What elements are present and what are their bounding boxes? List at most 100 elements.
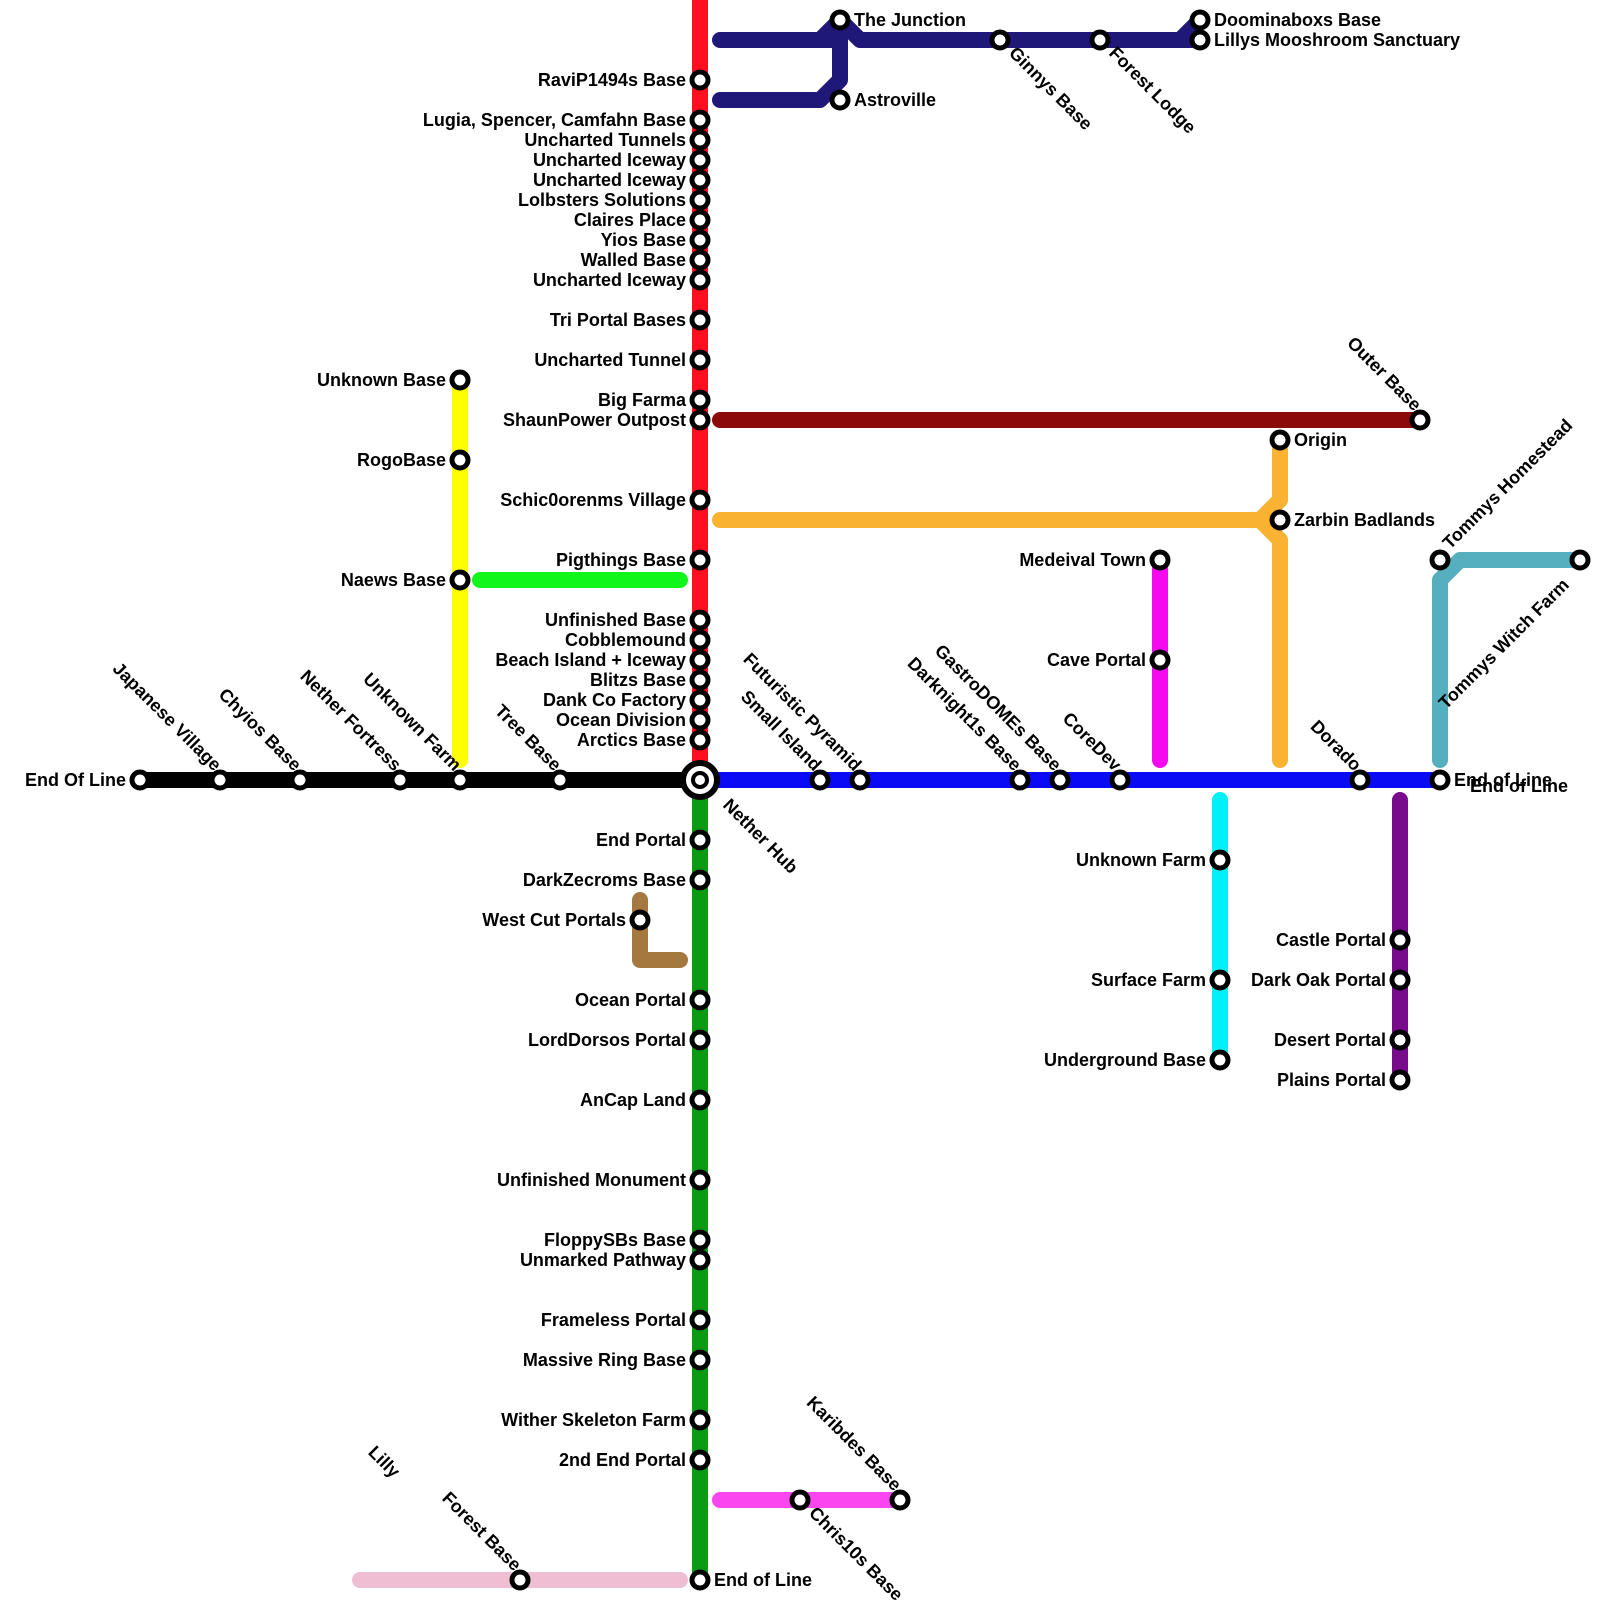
label-red-unfinished-base: Unfinished Base [545,610,686,630]
station-green-frameless-portal[interactable] [689,1309,711,1331]
station-purple-desert-portal[interactable] [1389,1029,1411,1051]
station-red-uncharted-iceway[interactable] [689,169,711,191]
label-green-end-of-line: End of Line [714,1570,812,1590]
station-black-tree-base[interactable] [549,769,571,791]
station-red-lugia-spencer-camfahn-base[interactable] [689,109,711,131]
station-navy-forest-lodge[interactable] [1089,29,1111,51]
station-purple-plains-portal[interactable] [1389,1069,1411,1091]
station-yellow-rogobase[interactable] [449,449,471,471]
station-red-lolbsters-solutions[interactable] [689,189,711,211]
station-orange-zarbin-badlands[interactable] [1269,509,1291,531]
station-magenta-medeival-town[interactable] [1149,549,1171,571]
station-yellow-unknown-base[interactable] [449,369,471,391]
label-maroon-outer-base: Outer Base [1343,333,1425,415]
station-red-cobblemound[interactable] [689,629,711,651]
label-red-lugia-spencer-camfahn-base: Lugia, Spencer, Camfahn Base [423,110,686,130]
station-blue-end-of-line[interactable] [1429,769,1451,791]
label-red-arctics-base: Arctics Base [577,730,686,750]
station-navy-the-junction[interactable] [829,9,851,31]
station-red-ocean-division[interactable] [689,709,711,731]
station-black-japanese-village[interactable] [209,769,231,791]
station-navy-ginnys-base[interactable] [989,29,1011,51]
label-red-uncharted-tunnel: Uncharted Tunnel [534,350,686,370]
station-red-arctics-base[interactable] [689,729,711,751]
station-blue-gastrodomes-base[interactable] [1049,769,1071,791]
station-red-uncharted-tunnel[interactable] [689,349,711,371]
station-lightpink-forest-base[interactable] [509,1569,531,1591]
label-lightpink-lilly: Lilly [364,1442,404,1482]
label-red-beach-island-iceway: Beach Island + Iceway [495,650,686,670]
station-magenta-cave-portal[interactable] [1149,649,1171,671]
line-brown [632,892,688,968]
station-red-ravip1494s-base[interactable] [689,69,711,91]
station-orange-origin[interactable] [1269,429,1291,451]
station-purple-castle-portal[interactable] [1389,929,1411,951]
line-orange-branch-1 [1252,512,1288,768]
station-blue-dorado[interactable] [1349,769,1371,791]
station-cyan-underground-base[interactable] [1209,1049,1231,1071]
station-green-2nd-end-portal[interactable] [689,1449,711,1471]
station-purple-dark-oak-portal[interactable] [1389,969,1411,991]
station-brown-west-cut-portals[interactable] [629,909,651,931]
label-red-big-farma: Big Farma [598,390,687,410]
label-yellow-naews-base: Naews Base [341,570,446,590]
station-pink-chris10s-base[interactable] [789,1489,811,1511]
station-black-unknown-farm[interactable] [449,769,471,791]
station-black-chyios-base[interactable] [289,769,311,791]
station-green-massive-ring-base[interactable] [689,1349,711,1371]
station-green-unmarked-pathway[interactable] [689,1249,711,1271]
label-lightpink-forest-base: Forest Base [438,1488,525,1575]
station-maroon-outer-base[interactable] [1409,409,1431,431]
station-red-big-farma[interactable] [689,389,711,411]
label-green-massive-ring-base: Massive Ring Base [523,1350,686,1370]
station-yellow-naews-base[interactable] [449,569,471,591]
station-red-yios-base[interactable] [689,229,711,251]
station-green-darkzecroms-base[interactable] [689,869,711,891]
station-green-lorddorsos-portal[interactable] [689,1029,711,1051]
station-pink-karibdes-base[interactable] [889,1489,911,1511]
station-navy-lillys-mooshroom-sanctuary[interactable] [1189,29,1211,51]
station-blue-small-island[interactable] [809,769,831,791]
station-green-ancap-land[interactable] [689,1089,711,1111]
label-cyan-surface-farm: Surface Farm [1091,970,1206,990]
station-teal-tommys-homestead[interactable] [1429,549,1451,571]
station-red-uncharted-iceway[interactable] [689,269,711,291]
station-red-unfinished-base[interactable] [689,609,711,631]
station-red-uncharted-tunnels[interactable] [689,129,711,151]
station-green-end-portal[interactable] [689,829,711,851]
station-green-unfinished-monument[interactable] [689,1169,711,1191]
station-blue-futuristic-pyramid[interactable] [849,769,871,791]
station-green-floppysbs-base[interactable] [689,1229,711,1251]
label-red-walled-base: Walled Base [581,250,686,270]
label-red-uncharted-iceway: Uncharted Iceway [533,170,686,190]
station-navy-astroville[interactable] [829,89,851,111]
station-black-nether-fortress[interactable] [389,769,411,791]
station-red-uncharted-iceway[interactable] [689,149,711,171]
station-blue-darknight1s-base[interactable] [1009,769,1031,791]
label-cyan-unknown-farm: Unknown Farm [1076,850,1206,870]
station-red-tri-portal-bases[interactable] [689,309,711,331]
station-green-end-of-line[interactable] [689,1569,711,1591]
station-black-end-of-line[interactable] [129,769,151,791]
label-navy-astroville: Astroville [854,90,936,110]
station-red-claires-place[interactable] [689,209,711,231]
station-red-pigthings-base[interactable] [689,549,711,571]
station-red-schic0orenms-village[interactable] [689,489,711,511]
label-red-claires-place: Claires Place [574,210,686,230]
station-red-walled-base[interactable] [689,249,711,271]
station-red-beach-island-iceway[interactable] [689,649,711,671]
label-red-shaunpower-outpost: ShaunPower Outpost [503,410,686,430]
station-red-dank-co-factory[interactable] [689,689,711,711]
station-green-ocean-portal[interactable] [689,989,711,1011]
station-teal-tommys-witch-farm[interactable] [1569,549,1591,571]
station-green-wither-skeleton-farm[interactable] [689,1409,711,1431]
station-red-blitzs-base[interactable] [689,669,711,691]
station-blue-coredev[interactable] [1109,769,1131,791]
label-black-end-of-line: End Of Line [25,770,126,790]
station-navy-doominaboxs-base[interactable] [1189,9,1211,31]
station-red-shaunpower-outpost[interactable] [689,409,711,431]
label-yellow-rogobase: RogoBase [357,450,446,470]
station-cyan-surface-farm[interactable] [1209,969,1231,991]
line-teal [1432,552,1588,768]
station-cyan-unknown-farm[interactable] [1209,849,1231,871]
